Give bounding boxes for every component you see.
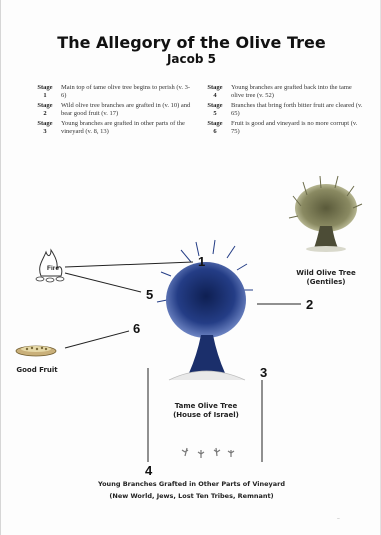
callout-line-1: [65, 262, 193, 267]
good-fruit-label: Good Fruit: [9, 366, 65, 375]
caption-line-1: Young Branches Grafted in Other Parts of…: [1, 480, 381, 488]
tame-olive-tree-gloss: (House of Israel): [161, 411, 251, 420]
callout-number-1: 1: [198, 254, 205, 269]
caption-line-2: (New World, Jews, Lost Ten Tribes, Remna…: [1, 492, 381, 500]
callout-line-5: [65, 273, 141, 292]
callout-line-6: [65, 331, 129, 348]
callout-number-4: 4: [145, 463, 152, 478]
tame-olive-tree-label: Tame Olive Tree (House of Israel): [161, 402, 251, 420]
wild-olive-tree-label: Wild Olive Tree (Gentiles): [285, 269, 367, 287]
young-branches-icon: [182, 448, 234, 458]
artist-signature: ~: [337, 517, 340, 522]
wild-olive-tree-gloss: (Gentiles): [285, 278, 367, 287]
wild-olive-tree-name: Wild Olive Tree: [285, 269, 367, 278]
wild-olive-tree-icon: [289, 176, 362, 252]
fire-label: Fire: [41, 265, 65, 272]
callout-number-5: 5: [146, 287, 153, 302]
good-fruit-icon: [16, 346, 56, 356]
callout-number-2: 2: [306, 297, 313, 312]
callout-number-6: 6: [133, 321, 140, 336]
callout-number-3: 3: [260, 365, 267, 380]
tame-olive-tree-name: Tame Olive Tree: [161, 402, 251, 411]
